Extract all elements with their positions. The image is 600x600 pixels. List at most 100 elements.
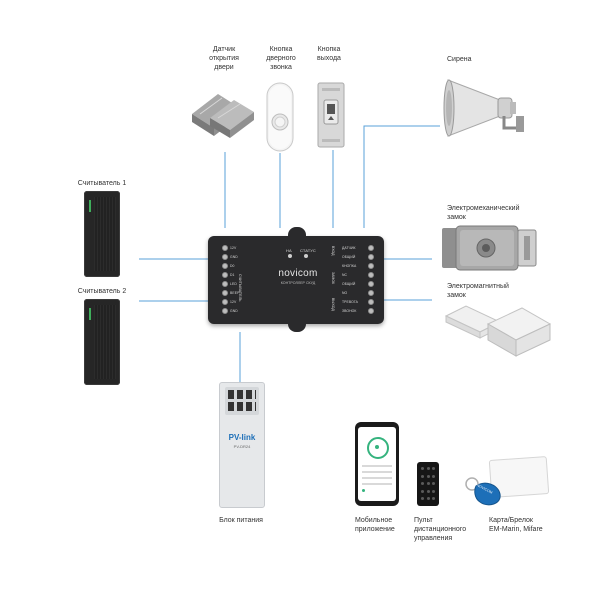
terminal-screw-icon: [222, 308, 228, 314]
right-group-lock: ЗАМОК: [331, 272, 335, 285]
psu-brand: PV-link: [228, 433, 256, 442]
remote-button: [432, 497, 435, 500]
siren-label: Сирена: [447, 56, 472, 63]
app-list-row-1: [362, 465, 392, 467]
electromag-lock-label: Электромагнитный замок: [447, 283, 509, 299]
wire-siren: [363, 125, 440, 228]
terminal-label: ОБЩИЙ: [342, 255, 356, 259]
reader-2: [84, 299, 120, 385]
terminal-right-2: ОБЩИЙ: [340, 253, 374, 261]
remote-button: [432, 482, 435, 485]
card-label: Карта/Брелок EM-Marin, Mifare: [489, 517, 543, 533]
terminal-label: BEEP: [230, 291, 240, 295]
terminal-label: GND: [230, 309, 238, 313]
reader-2-label: Считыватель 2: [77, 288, 127, 295]
terminal-screw-icon: [222, 245, 228, 251]
mobile-app-label: Мобильное приложение: [355, 517, 395, 533]
terminal-right-7: ТРЕВОГА: [340, 298, 374, 306]
terminal-label: 12V: [230, 300, 237, 304]
app-list-row-4: [362, 483, 392, 485]
power-supply: PV-link PV-DR24: [219, 382, 265, 508]
electromech-lock-image: [442, 225, 537, 271]
app-list-row-2: [362, 471, 392, 473]
power-supply-label: Блок питания: [219, 517, 263, 524]
led-label-status: СТАТУС: [300, 248, 316, 253]
right-group-in: ВХОД: [331, 246, 335, 256]
terminal-right-8: ЗВОНОК: [340, 307, 374, 315]
remote-button: [426, 497, 430, 500]
remote-button: [432, 474, 435, 478]
remote-button: [432, 467, 435, 470]
terminal-screw-icon: [222, 272, 228, 278]
terminal-right-3: КНОПКА: [340, 262, 374, 270]
remote-button: [421, 474, 424, 478]
terminal-left-1: 12V: [222, 244, 252, 252]
electromech-lock-label: Электромеханический замок: [447, 205, 520, 221]
reader-1: [84, 191, 120, 277]
terminal-screw-icon: [222, 263, 228, 269]
mount-ear-bottom: [288, 320, 306, 332]
remote-button: [426, 482, 430, 485]
controller-brand: novicom: [278, 268, 318, 279]
remote-label: Пульт дистанционного управления: [414, 517, 467, 542]
led-power-icon: [288, 254, 292, 258]
terminal-screw-icon: [222, 299, 228, 305]
door-sensor-label: Датчик открытия двери: [209, 46, 239, 71]
app-ring-dot-icon: [375, 445, 379, 449]
reader-1-led-icon: [89, 200, 91, 212]
terminal-left-7: 12V: [222, 298, 252, 306]
right-group-out: ВЫХОД: [331, 298, 335, 311]
terminal-right-6: NO: [340, 289, 374, 297]
terminal-left-3: D0: [222, 262, 252, 270]
terminal-label: D0: [230, 264, 235, 268]
reader-1-label: Считыватель 1: [77, 180, 127, 187]
exit-button-image: [317, 82, 345, 148]
mount-ear-top: [288, 227, 306, 239]
terminal-left-8: GND: [222, 307, 252, 315]
psu-terminal-row-bottom: [228, 402, 256, 411]
remote-button: [432, 489, 435, 493]
mobile-phone: [355, 422, 399, 506]
remote-button: [426, 467, 430, 470]
remote-button: [421, 482, 424, 485]
psu-terminal-row-top: [228, 390, 256, 399]
electromag-lock-image: [444, 305, 552, 357]
terminal-label: NO: [342, 291, 348, 295]
terminal-right-5: ОБЩИЙ: [340, 280, 374, 288]
terminal-right-1: ДАТЧИК: [340, 244, 374, 252]
terminal-screw-icon: [368, 254, 374, 260]
terminal-label: GND: [230, 255, 238, 259]
terminal-label: ЗВОНОК: [342, 309, 357, 313]
app-list-row-3: [362, 477, 392, 479]
terminal-screw-icon: [222, 290, 228, 296]
remote-button: [421, 467, 424, 470]
exit-button-label: Кнопка выхода: [317, 46, 341, 62]
terminal-screw-icon: [222, 254, 228, 260]
door-sensor-image: [192, 94, 254, 138]
siren-image: [443, 79, 524, 137]
key-fob-image: [465, 477, 501, 506]
terminal-left-5: LED: [222, 280, 252, 288]
remote-button: [421, 489, 424, 493]
terminal-left-6: BEEP: [222, 289, 252, 297]
terminal-label: ОБЩИЙ: [342, 282, 356, 286]
terminal-screw-icon: [368, 281, 374, 287]
remote-button: [421, 497, 424, 500]
reader-2-led-icon: [89, 308, 91, 320]
led-status-icon: [304, 254, 308, 258]
remote-button: [426, 489, 430, 493]
terminal-screw-icon: [368, 263, 374, 269]
terminal-screw-icon: [368, 290, 374, 296]
terminal-left-2: GND: [222, 253, 252, 261]
phone-screen: [358, 427, 396, 501]
left-block-title: СЧИТЫВАТЕЛЬ: [238, 274, 242, 302]
terminal-label: LED: [230, 282, 237, 286]
terminal-screw-icon: [222, 281, 228, 287]
terminal-label: D1: [230, 273, 235, 277]
terminal-screw-icon: [368, 272, 374, 278]
terminal-label: ТРЕВОГА: [342, 300, 358, 304]
